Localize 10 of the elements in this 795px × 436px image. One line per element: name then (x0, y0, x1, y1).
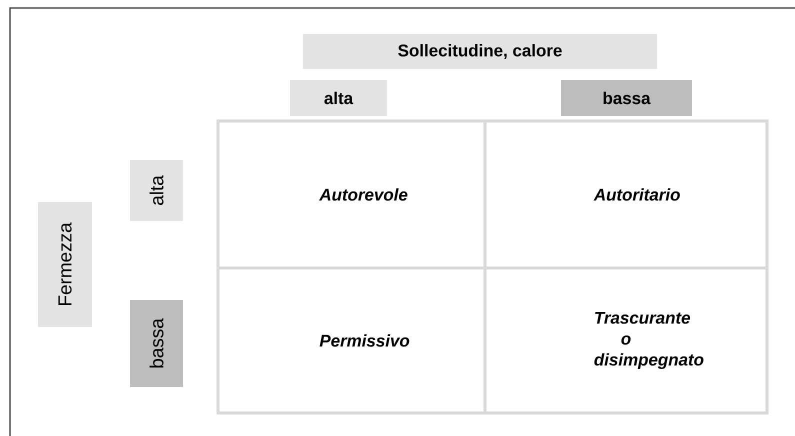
axis-label-box: Sollecitudine, calore (303, 34, 657, 69)
grid-cell: Trascurante o disimpegnato (484, 266, 768, 414)
grid-cell: Autoritario (484, 119, 768, 270)
grid-cell: Permissivo (216, 266, 486, 414)
column-header: bassa (561, 80, 692, 116)
axis-label-box: Fermezza (38, 202, 92, 327)
grid-cell: Autorevole (216, 119, 486, 270)
row-header: alta (130, 160, 183, 221)
column-header: alta (290, 80, 387, 116)
row-header: bassa (130, 300, 183, 387)
